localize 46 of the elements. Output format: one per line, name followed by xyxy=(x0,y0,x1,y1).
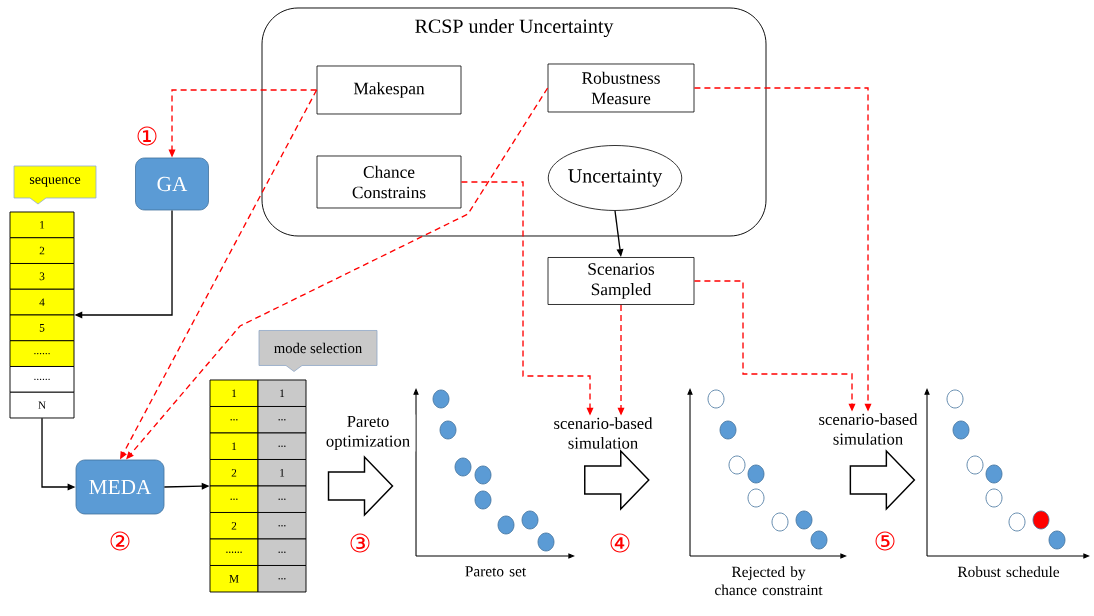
table-cell: 3 xyxy=(9,263,75,290)
plot-caption: Rejected by chance constraint xyxy=(715,566,823,596)
block-arrow xyxy=(327,455,394,517)
arrow xyxy=(614,210,624,257)
table-cell: ... xyxy=(209,485,259,513)
step-number: ⑤ xyxy=(875,531,895,551)
table-cell: 4 xyxy=(9,288,75,316)
text-box: Chance Constrains xyxy=(316,155,462,209)
table-cell: N xyxy=(9,391,75,419)
plot-caption: Robust schedule xyxy=(957,566,1060,578)
table-cell: ... xyxy=(209,406,259,434)
table-cell: M xyxy=(209,565,259,593)
table-cell: 1 xyxy=(257,379,307,407)
edge-label: Pareto optimization xyxy=(320,414,416,452)
table-cell: 5 xyxy=(9,314,75,342)
table-cell: ... xyxy=(257,565,307,593)
step-number: ③ xyxy=(350,533,370,553)
table-cell: 2 xyxy=(209,512,259,540)
table-cell: ... xyxy=(257,538,307,566)
block-arrow xyxy=(849,449,916,511)
text-box: Robustness Measure xyxy=(547,63,695,113)
table-cell: ... xyxy=(257,485,307,513)
callout-label: sequence xyxy=(13,165,97,205)
table-cell: 2 xyxy=(9,237,75,264)
table-cell: ...... xyxy=(9,340,75,367)
plot-caption: Pareto set xyxy=(465,566,527,577)
table-cell: 1 xyxy=(9,211,75,239)
table-cell: 1 xyxy=(257,459,307,487)
step-number: ① xyxy=(137,126,157,146)
table-cell: 1 xyxy=(209,379,259,407)
step-number: ④ xyxy=(610,533,630,553)
table-cell: ...... xyxy=(9,366,75,393)
text-box: Makespan xyxy=(316,65,462,115)
table-cell: 1 xyxy=(209,432,259,460)
table-cell: ... xyxy=(257,512,307,540)
text-box: Scenarios Sampled xyxy=(547,257,695,305)
table-cell: 2 xyxy=(209,459,259,487)
table-cell: ... xyxy=(257,406,307,434)
callout-label: mode selection xyxy=(258,330,378,372)
process-box: MEDA xyxy=(75,459,165,515)
process-box: GA xyxy=(135,157,209,211)
text-label: scenario-based simulation xyxy=(819,413,918,445)
block-arrow xyxy=(584,449,650,511)
table-cell: ... xyxy=(257,432,307,460)
table-cell: ...... xyxy=(209,538,259,566)
text-label: scenario-based simulation xyxy=(554,417,653,449)
